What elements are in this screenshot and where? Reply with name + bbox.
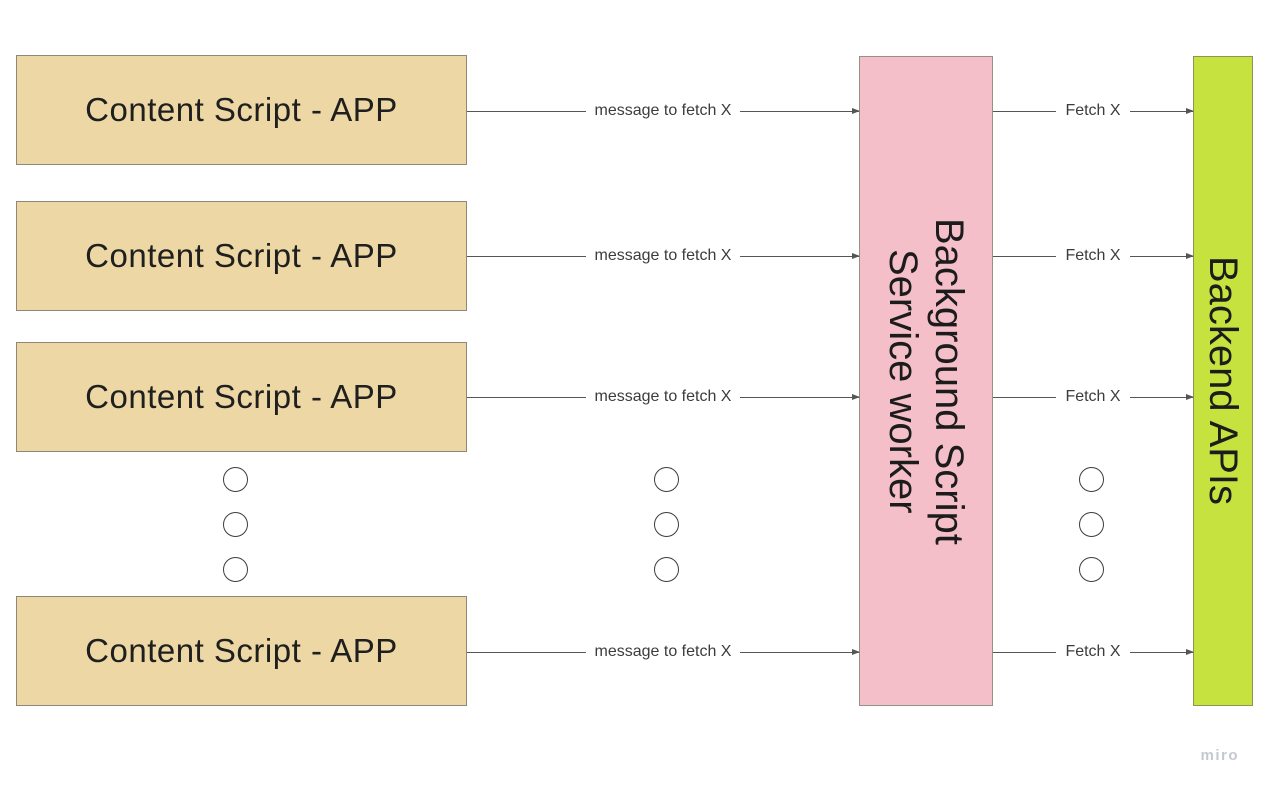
arrow-line [467, 255, 586, 257]
arrowhead-icon [1129, 110, 1194, 112]
content-script-label-2: Content Script - APP [85, 237, 398, 274]
fetch-arrow-4[interactable]: Fetch X [993, 641, 1194, 663]
arrowhead-icon [1129, 255, 1194, 257]
arrow-line [993, 396, 1057, 398]
ellipsis-column-1 [223, 467, 248, 582]
ellipsis-dot[interactable] [1079, 512, 1104, 537]
arrow-line [993, 110, 1057, 112]
message-arrow-4[interactable]: message to fetch X [467, 641, 859, 663]
content-script-label-4: Content Script - APP [85, 632, 398, 669]
backend-apis-label: Backend APIs [1201, 256, 1245, 506]
ellipsis-column-2 [654, 467, 679, 582]
ellipsis-dot[interactable] [223, 467, 248, 492]
arrowhead-icon [740, 110, 859, 112]
fetch-arrow-label-2: Fetch X [1065, 247, 1121, 264]
miro-watermark: miro [1200, 747, 1239, 764]
background-worker-label-line2: Service worker [881, 248, 925, 514]
content-script-box-1[interactable]: Content Script - APP [16, 55, 467, 165]
arrow-line [993, 651, 1057, 653]
fetch-arrow-1[interactable]: Fetch X [993, 100, 1194, 122]
message-arrow-2[interactable]: message to fetch X [467, 245, 859, 267]
ellipsis-column-3 [1079, 467, 1104, 582]
ellipsis-dot[interactable] [1079, 557, 1104, 582]
ellipsis-dot[interactable] [1079, 467, 1104, 492]
arrow-line [467, 651, 586, 653]
fetch-arrow-2[interactable]: Fetch X [993, 245, 1194, 267]
ellipsis-dot[interactable] [223, 512, 248, 537]
backend-apis-box[interactable]: Backend APIs [1193, 56, 1253, 706]
arrowhead-icon [740, 651, 859, 653]
content-script-box-2[interactable]: Content Script - APP [16, 201, 467, 311]
arrowhead-icon [1129, 651, 1194, 653]
message-arrow-1[interactable]: message to fetch X [467, 100, 859, 122]
background-service-worker-label: Background Script Service worker [880, 218, 972, 545]
ellipsis-dot[interactable] [654, 467, 679, 492]
arrowhead-icon [1129, 396, 1194, 398]
content-script-box-3[interactable]: Content Script - APP [16, 342, 467, 452]
message-arrow-label-3: message to fetch X [594, 388, 732, 405]
ellipsis-dot[interactable] [654, 512, 679, 537]
background-service-worker-box[interactable]: Background Script Service worker [859, 56, 993, 706]
fetch-arrow-label-4: Fetch X [1065, 643, 1121, 660]
content-script-label-3: Content Script - APP [85, 378, 398, 415]
arrow-line [467, 110, 586, 112]
message-arrow-label-4: message to fetch X [594, 643, 732, 660]
fetch-arrow-3[interactable]: Fetch X [993, 386, 1194, 408]
ellipsis-dot[interactable] [654, 557, 679, 582]
background-worker-label-line1: Background Script [927, 217, 971, 545]
message-arrow-3[interactable]: message to fetch X [467, 386, 859, 408]
message-arrow-label-1: message to fetch X [594, 102, 732, 119]
message-arrow-label-2: message to fetch X [594, 247, 732, 264]
arrow-line [993, 255, 1057, 257]
fetch-arrow-label-3: Fetch X [1065, 388, 1121, 405]
arrowhead-icon [740, 396, 859, 398]
fetch-arrow-label-1: Fetch X [1065, 102, 1121, 119]
content-script-label-1: Content Script - APP [85, 91, 398, 128]
arrow-line [467, 396, 586, 398]
arrowhead-icon [740, 255, 859, 257]
ellipsis-dot[interactable] [223, 557, 248, 582]
content-script-box-4[interactable]: Content Script - APP [16, 596, 467, 706]
